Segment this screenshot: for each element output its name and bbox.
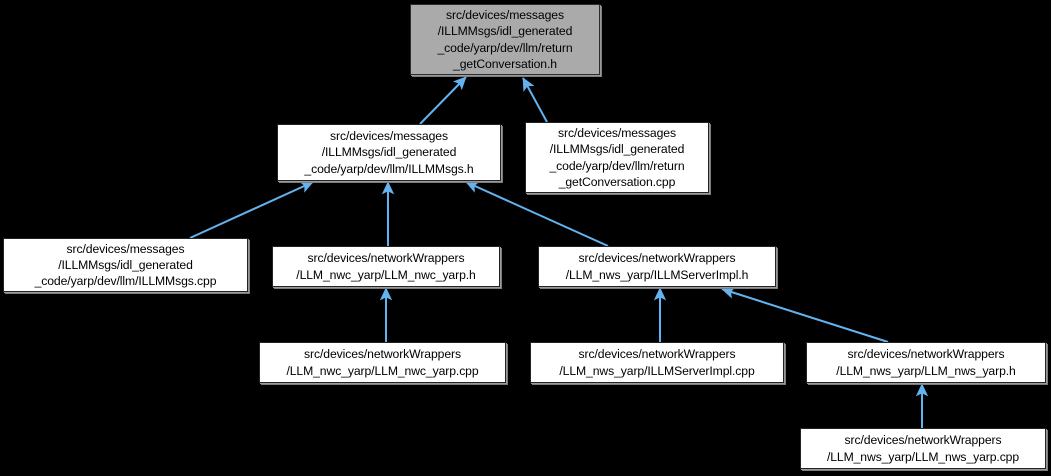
graph-node-ILLMMsgs_cpp[interactable]: src/devices/messages /ILLMMsgs/idl_gener… [3, 238, 248, 292]
graph-node-label: src/devices/messages /ILLMMsgs/idl_gener… [549, 126, 685, 189]
graph-edge-ILLMMsgs_cpp-to-ILLMMsgs_h [189, 181, 314, 239]
graph-node-ILLMMsgs_h[interactable]: src/devices/messages /ILLMMsgs/idl_gener… [277, 124, 501, 181]
graph-edge-return_getConversation_cpp-to-return_getConversation_h [522, 77, 548, 123]
graph-node-return_getConversation_cpp[interactable]: src/devices/messages /ILLMMsgs/idl_gener… [525, 122, 709, 193]
graph-node-label: src/devices/networkWrappers /LLM_nws_yar… [559, 347, 755, 378]
graph-node-label: src/devices/messages /ILLMMsgs/idl_gener… [34, 241, 217, 289]
graph-edge-LLM_nws_yarp_h-to-ILLMServerImpl_h [721, 286, 889, 343]
graph-node-label: src/devices/networkWrappers /LLM_nws_yar… [826, 433, 1020, 464]
graph-node-label: src/devices/messages /ILLMMsgs/idl_gener… [437, 8, 573, 71]
graph-node-label: src/devices/networkWrappers /LLM_nwc_yar… [286, 347, 479, 378]
graph-edge-ILLMMsgs_h-to-return_getConversation_h [419, 76, 467, 125]
graph-node-LLM_nws_yarp_h[interactable]: src/devices/networkWrappers /LLM_nws_yar… [806, 342, 1046, 383]
graph-node-label: src/devices/networkWrappers /LLM_nwc_yar… [296, 251, 476, 282]
graph-node-label: src/devices/messages /ILLMMsgs/idl_gener… [304, 129, 474, 176]
graph-node-label: src/devices/networkWrappers /LLM_nws_yar… [565, 251, 749, 282]
graph-node-LLM_nwc_yarp_cpp[interactable]: src/devices/networkWrappers /LLM_nwc_yar… [259, 342, 506, 383]
graph-node-return_getConversation_h[interactable]: src/devices/messages /ILLMMsgs/idl_gener… [410, 4, 600, 75]
graph-node-LLM_nwc_yarp_h[interactable]: src/devices/networkWrappers /LLM_nwc_yar… [272, 246, 500, 287]
graph-node-ILLMServerImpl_h[interactable]: src/devices/networkWrappers /LLM_nws_yar… [538, 246, 776, 287]
graph-node-ILLMServerImpl_cpp[interactable]: src/devices/networkWrappers /LLM_nws_yar… [530, 342, 784, 383]
graph-node-label: src/devices/networkWrappers /LLM_nws_yar… [836, 347, 1016, 378]
graph-node-LLM_nws_yarp_cpp[interactable]: src/devices/networkWrappers /LLM_nws_yar… [800, 428, 1046, 469]
